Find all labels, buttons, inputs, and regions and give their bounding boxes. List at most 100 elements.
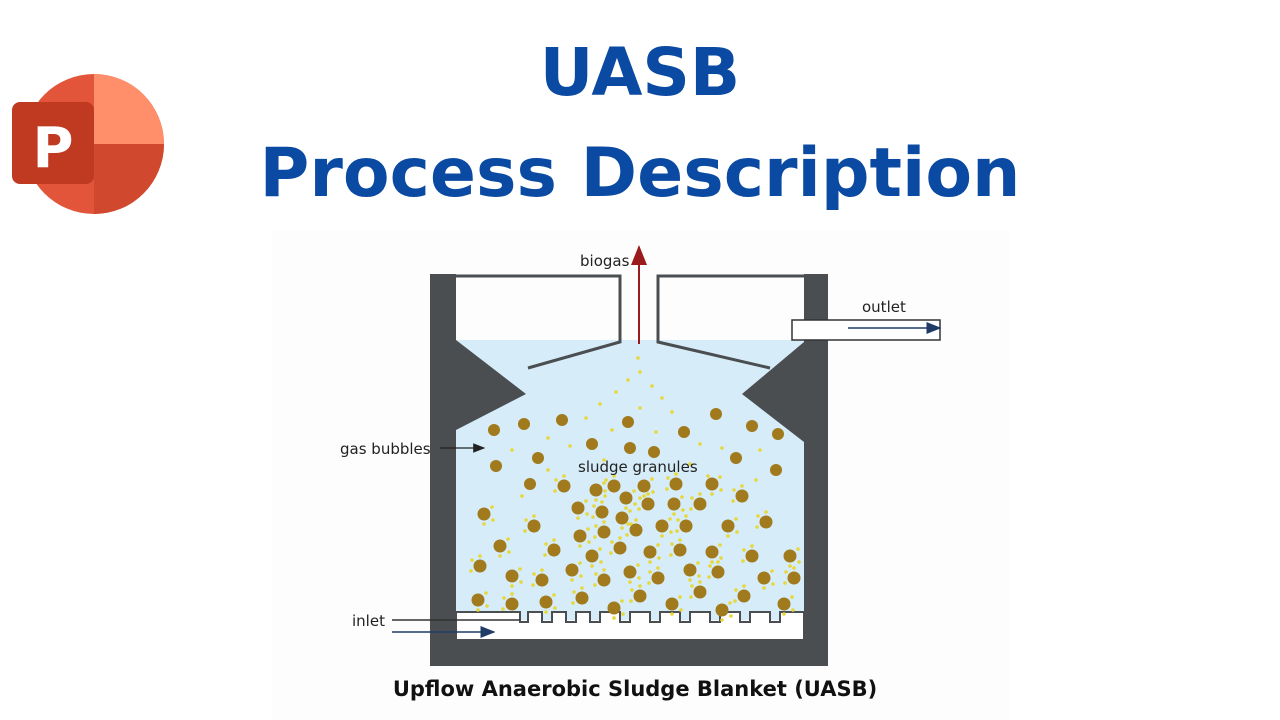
gas-bubble (758, 448, 762, 452)
sludge-granule (539, 595, 553, 609)
sludge-granule (648, 446, 660, 458)
sludge-granule (772, 428, 784, 440)
gas-bubble (578, 544, 582, 548)
gas-bubble (718, 475, 722, 479)
gas-bubble (690, 496, 694, 500)
gas-bubble (698, 442, 702, 446)
gas-bubble (585, 512, 589, 516)
gas-bubble (729, 614, 733, 618)
gas-bubble (648, 570, 652, 574)
gas-bubble (741, 559, 745, 563)
gas-bubble (579, 574, 583, 578)
sludge-granule (490, 460, 502, 472)
sludge-granule (607, 479, 621, 493)
gas-bubble (636, 563, 640, 567)
gas-bubble (625, 533, 629, 537)
sludge-granule (557, 479, 571, 493)
sludge-granule (783, 549, 797, 563)
gas-bubble (552, 538, 556, 542)
gas-bubble (469, 569, 473, 573)
gas-bubble (584, 416, 588, 420)
sludge-granule (527, 519, 541, 533)
sludge-granule (524, 478, 536, 490)
gas-bubble (764, 510, 768, 514)
gas-bubble (501, 607, 505, 611)
gas-bubble (612, 616, 616, 620)
gas-bubble (689, 507, 693, 511)
sludge-granule (473, 559, 487, 573)
gas-bubble (788, 564, 792, 568)
gas-bubble (572, 590, 576, 594)
gas-bubble (718, 543, 722, 547)
sludge-granule (641, 497, 655, 511)
sludge-granule (757, 571, 771, 585)
gas-bubble (592, 504, 596, 508)
gas-bubble (490, 505, 494, 509)
gas-bubble (762, 586, 766, 590)
sludge-granule (556, 414, 568, 426)
sludge-granule (518, 418, 530, 430)
gas-bubble (648, 560, 652, 564)
gas-bubble (742, 548, 746, 552)
gas-bubble (543, 553, 547, 557)
sludge-granule (651, 571, 665, 585)
sludge-granule (532, 452, 544, 464)
inlet-label: inlet (352, 612, 385, 630)
gas-bubble (638, 584, 642, 588)
sludge-granule (547, 543, 561, 557)
gas-bubble (531, 583, 535, 587)
gas-bubble (771, 582, 775, 586)
gas-bubble (784, 570, 788, 574)
sludge-granule (759, 515, 773, 529)
sludge-granule (746, 420, 758, 432)
gas-bubble (609, 551, 613, 555)
gas-bubble (783, 581, 787, 585)
gas-bubble (629, 599, 633, 603)
gas-bubble (654, 430, 658, 434)
gas-bubble (523, 529, 527, 533)
gas-bubble (506, 537, 510, 541)
gas-bubble (732, 488, 736, 492)
gas-bubble (519, 580, 523, 584)
logo-tile (12, 102, 94, 184)
gas-bubble (598, 402, 602, 406)
gas-bubble (610, 428, 614, 432)
gas-bubble (638, 406, 642, 410)
gas-bubble (637, 507, 641, 511)
gas-bubble (638, 496, 642, 500)
sludge-granule (624, 442, 636, 454)
gas-bubble (544, 610, 548, 614)
gas-bubble (696, 561, 700, 565)
gas-bubble (770, 569, 774, 573)
gas-bubble (562, 474, 566, 478)
gas-bubble (594, 572, 598, 576)
gas-bubble (603, 489, 607, 493)
sludge-granule (535, 573, 549, 587)
gas-bubble (720, 446, 724, 450)
sludge-granule (589, 483, 603, 497)
sludge-granule (471, 593, 485, 607)
gas-bubble (660, 396, 664, 400)
gas-bubble (756, 514, 760, 518)
gas-bubble (630, 588, 634, 592)
diagram-caption: Upflow Anaerobic Sludge Blanket (UASB) (393, 677, 877, 701)
gas-bubble (734, 588, 738, 592)
gas-bubble (602, 458, 606, 462)
sludge-granule (787, 571, 801, 585)
gas-bubble (646, 492, 650, 496)
sludge-granule (693, 585, 707, 599)
sludge-granule (705, 477, 719, 491)
gas-bubble (731, 499, 735, 503)
sludge-granule (705, 545, 719, 559)
gas-bubble (524, 518, 528, 522)
gas-bubble (647, 581, 651, 585)
gas-bubble (578, 561, 582, 565)
gas-bubble (733, 599, 737, 603)
gas-bubble (618, 536, 622, 540)
gas-bubble (546, 468, 550, 472)
gas-bubble (620, 526, 624, 530)
page-subtitle: Process Description (259, 134, 1021, 213)
gas-bubbles (469, 356, 801, 622)
sludge-granule (623, 565, 637, 579)
gas-bubble (520, 494, 524, 498)
